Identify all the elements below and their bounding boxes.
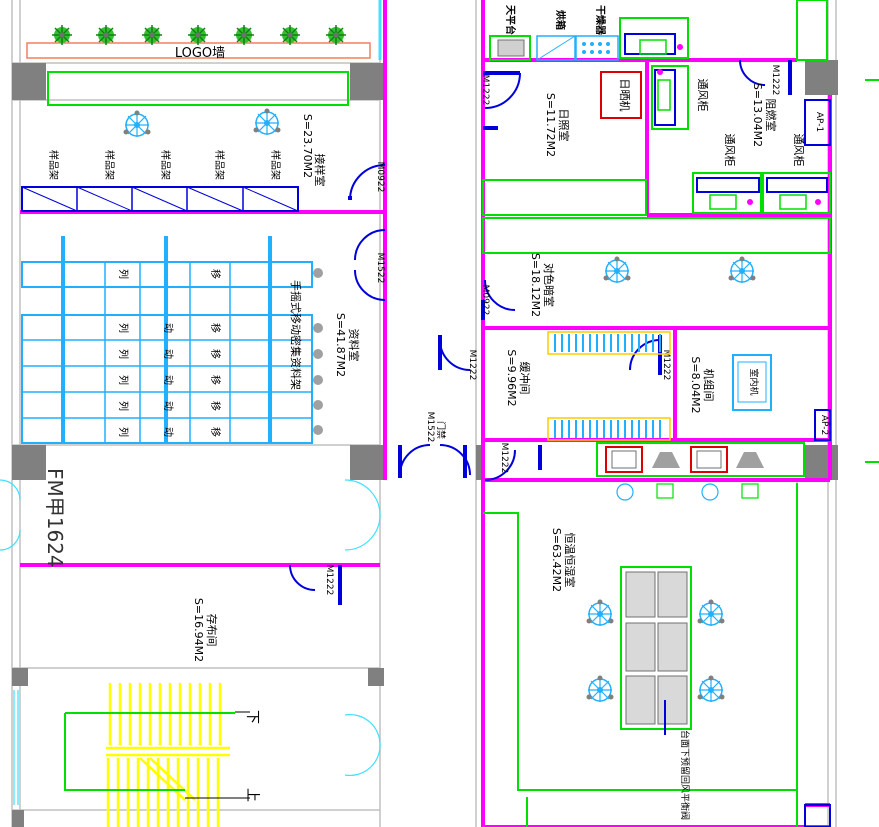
- instrument-bench: [596, 442, 805, 477]
- door-m1222-buffer: M1222: [467, 350, 477, 381]
- staircase: [64, 683, 250, 827]
- sample-room-label: 接样室: [313, 154, 327, 187]
- buffer-room-area: S=9.96M2: [505, 349, 518, 406]
- sunlight-machine: [600, 71, 642, 119]
- rack-cell-12: 列: [117, 401, 130, 411]
- windows: [0, 479, 381, 805]
- rack-handles: [313, 268, 323, 435]
- ap1-box: [804, 99, 831, 146]
- buffer-room-label: 缓冲间: [518, 362, 532, 395]
- flame-vent-cabinets: [651, 65, 831, 214]
- rack-cell-13: 动: [162, 401, 174, 411]
- door-m1222-machine: M1222: [661, 350, 671, 381]
- shelf-label-2: 样品架: [103, 150, 116, 180]
- indoor-unit-label: 室内机: [748, 368, 760, 395]
- machine-room-area: S=8.04M2: [689, 356, 702, 413]
- door-m1522-a: M1522: [375, 253, 385, 284]
- sunlight-machine-label: 日晒机: [618, 79, 632, 112]
- corner-element: [804, 804, 831, 827]
- constant-room-label: 恒温恒湿室: [563, 533, 577, 588]
- rack-cell-8: 移: [209, 349, 222, 359]
- rack-cell-1: 列: [117, 269, 130, 279]
- dryer-station-label: 干燥器: [594, 5, 607, 36]
- air-curtains: [547, 331, 671, 441]
- door-m1222-flame: M1222: [770, 65, 780, 96]
- archive-rack-label: 手摇式移动密集资料架: [289, 280, 303, 390]
- door-m1522-b: M1522: [425, 412, 435, 443]
- logo-wall-label: LOGO墙: [175, 46, 225, 61]
- rack-cell-17: 移: [209, 427, 222, 437]
- machine-room-label: 机组间: [702, 369, 716, 402]
- indoor-unit: [732, 354, 772, 411]
- rack-cell-10: 动: [162, 375, 174, 385]
- sunlight-room-label: 日照室: [557, 109, 571, 142]
- constant-room-counters: [483, 483, 798, 827]
- fire-door-stamp: FM甲1624: [43, 468, 67, 568]
- rack-cell-11: 移: [209, 375, 222, 385]
- doors-left[interactable]: [289, 164, 471, 605]
- sunlight-counter: [482, 179, 647, 216]
- instruments: [605, 446, 764, 501]
- vent-cabinet-label-1: 通风柜: [696, 79, 709, 112]
- color-room-counter: [482, 217, 831, 254]
- archive-racks: [21, 236, 313, 444]
- bench-station-label: 天平台: [504, 5, 517, 35]
- planter-box: [26, 24, 371, 59]
- color-room-label: 对色暗室: [542, 263, 556, 307]
- central-table: [620, 566, 692, 735]
- rack-cell-15: 列: [117, 427, 130, 437]
- rack-cell-5: 移: [209, 323, 222, 333]
- color-room-area: S=18.12M2: [529, 253, 542, 317]
- storage-room-area: S=16.94M2: [192, 598, 205, 662]
- flame-room-label: 阻燃室: [764, 99, 778, 132]
- stair-down-label: 下: [244, 710, 260, 724]
- bench-stations: [489, 17, 689, 61]
- storage-room-label: 存布间: [205, 614, 219, 647]
- sample-counter: [47, 71, 349, 106]
- vent-cabinet-label-2: 通风柜: [723, 134, 736, 167]
- door-m0922-color: M0922: [480, 285, 490, 316]
- door-m1222-sun: M1222: [480, 75, 490, 106]
- shelf-label-1: 样品架: [47, 150, 60, 180]
- door-m1222-constant: M1222: [499, 443, 509, 474]
- rack-cell-6: 列: [117, 349, 130, 359]
- side-counter-top: [796, 0, 828, 61]
- sunlight-room-area: S=11.72M2: [544, 93, 557, 157]
- table-note: 台面下预留回风平衡阀: [679, 730, 691, 820]
- door-access-label: 门禁: [435, 421, 447, 439]
- doors-right-top[interactable]: [438, 59, 792, 481]
- sample-room-area: S=23.70M2: [301, 114, 314, 178]
- ap2-box: [814, 409, 831, 441]
- rack-cell-9: 列: [117, 375, 130, 385]
- rack-cell-4: 动: [162, 323, 174, 333]
- shelf-label-5: 样品架: [269, 150, 282, 180]
- oven-station-label: 烘箱: [554, 10, 567, 30]
- rack-cell-3: 列: [117, 323, 130, 333]
- stair-up-label: 上: [244, 788, 260, 802]
- constant-room-area: S=63.42M2: [550, 528, 563, 592]
- shelf-label-4: 样品架: [213, 150, 226, 180]
- sample-shelves: [21, 186, 299, 212]
- rack-cell-2: 移: [209, 269, 222, 279]
- ap2-label: AP-2: [819, 415, 829, 435]
- interior-walls: [20, 0, 832, 827]
- vent-cabinet-label-3: 通风柜: [792, 134, 805, 167]
- door-m0922-a: M0922: [375, 162, 385, 193]
- rack-cell-16: 动: [162, 427, 174, 437]
- rack-cell-7: 动: [162, 349, 174, 359]
- rack-cell-14: 移: [209, 401, 222, 411]
- ap1-label: AP-1: [814, 112, 824, 132]
- shelf-label-3: 样品架: [159, 150, 172, 180]
- door-m1222-storage: M1222: [324, 565, 334, 596]
- archive-room-area: S=41.87M2: [334, 313, 347, 377]
- columns: [12, 60, 838, 827]
- flame-room-area: S=13.04M2: [751, 83, 764, 147]
- archive-room-label: 资料室: [347, 329, 361, 362]
